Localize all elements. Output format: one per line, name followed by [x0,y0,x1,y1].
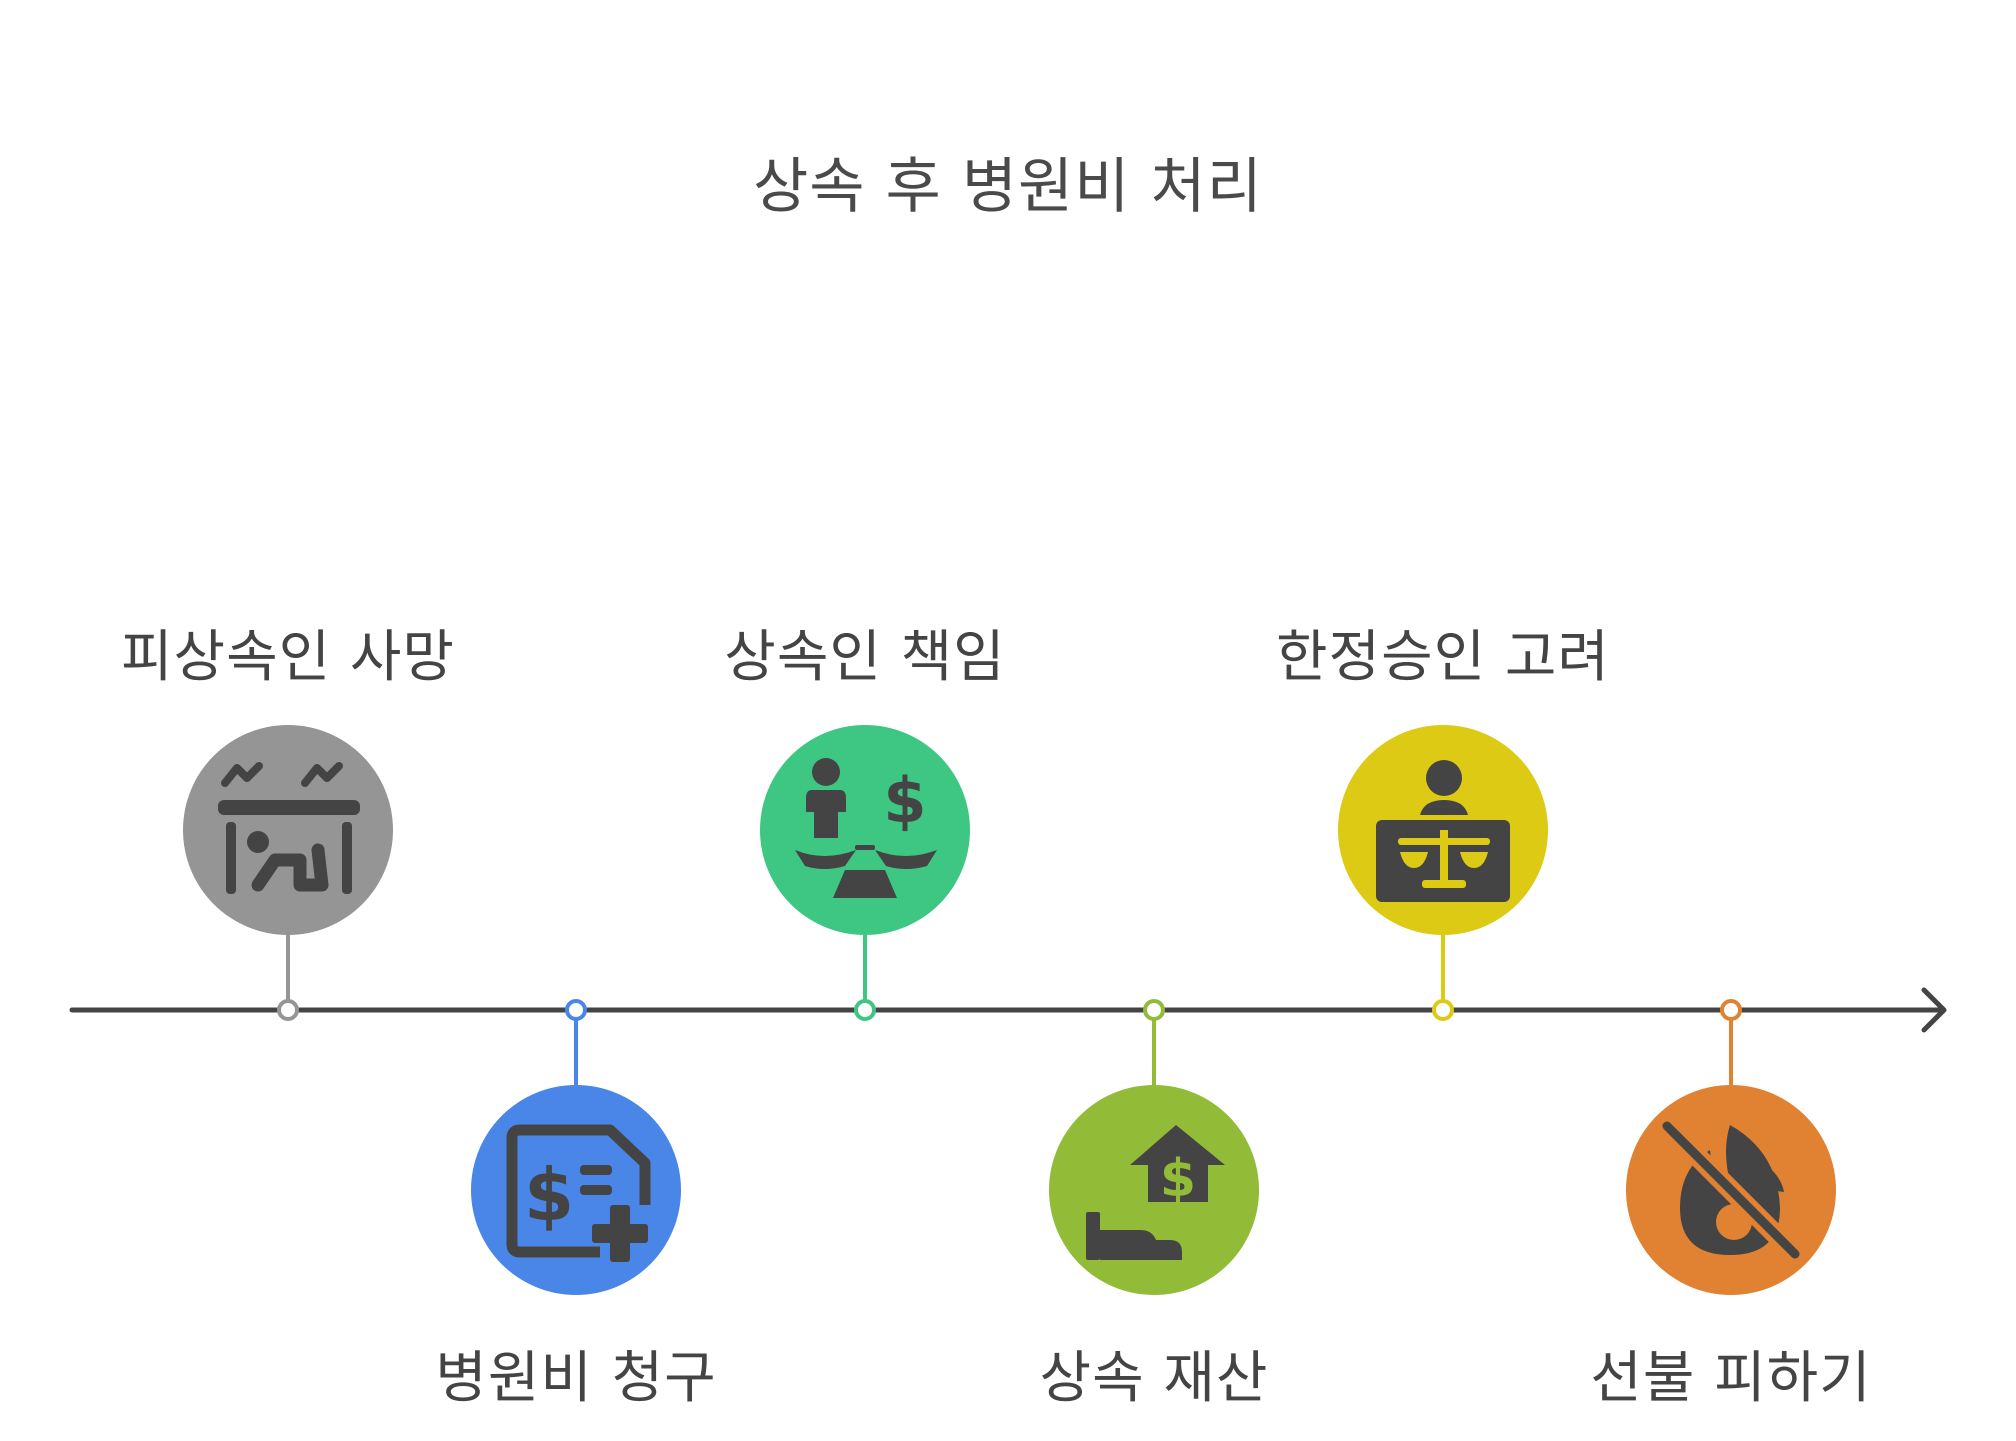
step-avoid-prepay [1626,999,1836,1295]
balance-scale-person-money-icon: $ [795,758,937,898]
step-label-deceased: 피상속인 사망 [121,625,455,690]
svg-text:$: $ [883,764,926,837]
diagram-title: 상속 후 병원비 처리 [753,152,1263,222]
step-label-estate: 상속 재산 [1039,1346,1269,1411]
step-node [1720,999,1742,1021]
step-deceased [183,725,393,1021]
step-label-avoid-prepay: 선불 피하기 [1590,1346,1872,1411]
step-node [277,999,299,1021]
step-circle [760,725,970,935]
deceased-person-icon [218,762,360,894]
svg-text:$: $ [1160,1149,1196,1209]
medical-bill-icon: $ [506,1124,651,1262]
step-node [854,999,876,1021]
svg-text:$: $ [524,1153,574,1237]
step-node [1143,999,1165,1021]
step-circle [183,725,393,935]
hand-house-money-icon: $ [1086,1125,1225,1260]
step-label-heir-liability: 상속인 책임 [724,625,1006,690]
judge-scales-icon [1376,760,1510,902]
step-label-limited-acceptance: 한정승인 고려 [1276,625,1610,690]
step-node [565,999,587,1021]
step-label-bill: 병원비 청구 [435,1346,717,1411]
no-fire-icon [1657,1116,1805,1264]
step-estate: $ [1049,999,1259,1295]
step-node [1432,999,1454,1021]
step-limited-acceptance [1338,725,1548,1021]
timeline-arrowhead [1921,987,1947,1033]
step-heir-liability: $ [760,725,970,1021]
step-bill: $ [471,999,681,1295]
